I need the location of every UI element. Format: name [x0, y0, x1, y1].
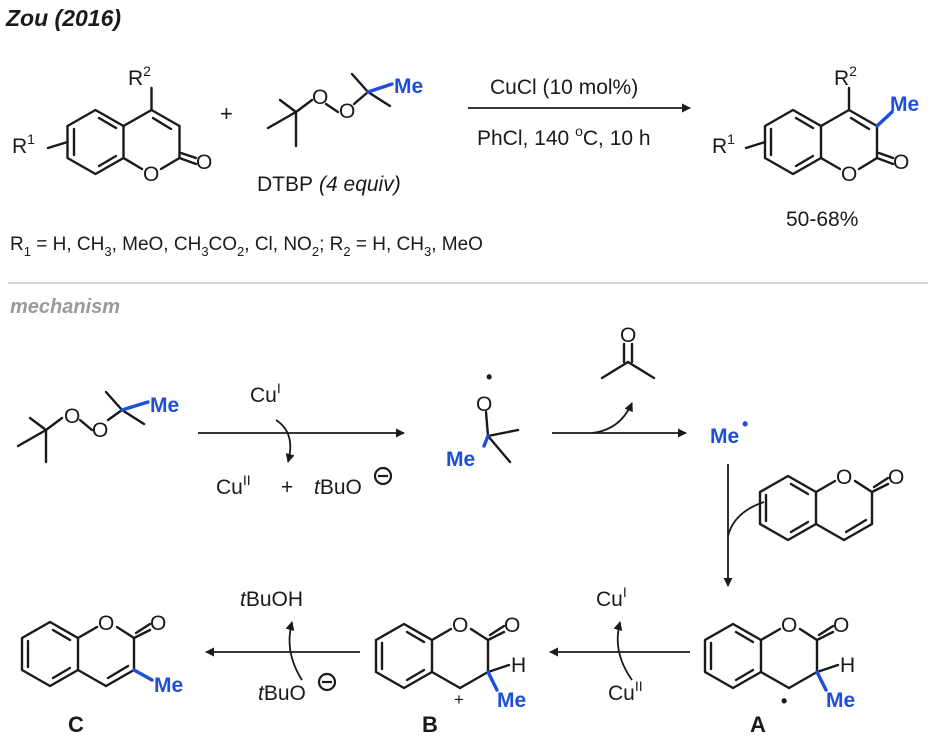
tbuoh-label: tBuOH — [240, 588, 303, 611]
plus-sign-mech: + — [281, 476, 293, 499]
a-radical-dot: • — [781, 691, 787, 711]
coumarin-addition-curve — [727, 501, 765, 537]
coumarin-ring-oxygen: O — [836, 466, 852, 489]
copper-curved-arrow — [275, 419, 295, 463]
mech-peroxide-oxygen-2: O — [92, 419, 108, 442]
mech-peroxide-oxygen-1: O — [64, 405, 80, 428]
alkoxy-oxygen: O — [476, 393, 492, 416]
mechanism-label: mechanism — [10, 296, 120, 318]
minus-charge-icon — [373, 466, 393, 486]
methylated-coumarin-product: R2 Me R1 O O 50-68% — [712, 63, 919, 231]
cu-oxidation-curve — [613, 621, 633, 681]
methyl-radical-label: Me — [710, 425, 739, 448]
tbuo-radical: O • Me — [446, 367, 520, 471]
product-methyl-label: Me — [890, 93, 919, 116]
yield-label: 50-68% — [786, 208, 858, 231]
coumarin-substrate: O O — [758, 466, 904, 542]
b-cation-plus: + — [454, 690, 464, 709]
tbuo-curve — [285, 621, 303, 681]
tbuo-anion-label: tBuO — [314, 476, 362, 499]
cu-i-released: CuI — [596, 584, 627, 611]
product-r1-label: R1 — [712, 131, 735, 158]
substituted-coumarin-reactant: R2 R1 O O — [12, 63, 212, 186]
substrate-scope: R1 = H, CH3, MeO, CH3CO2, Cl, NO2; R2 = … — [10, 234, 483, 259]
peroxide-oxygen-2: O — [339, 100, 355, 123]
cu-ii-consumed: CuII — [608, 678, 643, 705]
alkoxy-radical-dot: • — [486, 367, 492, 387]
mech-dtbp-methyl: Me — [150, 394, 179, 417]
label-c: C — [68, 712, 84, 737]
label-b: B — [422, 712, 438, 737]
page-title: Zou (2016) — [5, 5, 121, 31]
plus-sign: + — [220, 101, 233, 126]
acetone-oxygen: O — [620, 324, 636, 347]
a-methyl: Me — [826, 689, 855, 712]
product-r2-label: R2 — [834, 63, 857, 90]
a-ring-oxygen: O — [781, 614, 797, 637]
b-hydrogen: H — [511, 654, 526, 677]
b-carbonyl-oxygen: O — [504, 614, 520, 637]
acetone: O — [600, 324, 656, 380]
acetone-release-arrow — [591, 402, 633, 434]
alkoxy-methyl: Me — [446, 448, 475, 471]
dtbp-reagent: O O Me DTBP(4 equiv) — [257, 72, 423, 196]
cu-i-label: CuI — [250, 380, 281, 407]
minus-charge-icon — [317, 672, 337, 692]
conditions-top: CuCl (10 mol%) — [490, 76, 638, 99]
intermediate-a: O O H Me • A — [703, 614, 855, 737]
dtbp-label: DTBP(4 equiv) — [257, 173, 401, 196]
tbuo-base-label: tBuO — [258, 682, 306, 705]
methyl-radical-dot: • — [742, 414, 748, 434]
conditions-bottom: PhCl, 140 oC, 10 h — [477, 123, 651, 150]
c-carbonyl-oxygen: O — [150, 612, 166, 635]
dtbp-methyl-label: Me — [394, 75, 423, 98]
label-a: A — [750, 712, 766, 737]
coumarin-carbonyl-oxygen: O — [888, 466, 904, 489]
product-c: O O Me C — [20, 612, 183, 737]
c-methyl: Me — [154, 674, 183, 697]
carbonyl-oxygen: O — [196, 151, 212, 174]
b-methyl: Me — [497, 689, 526, 712]
ring-oxygen: O — [143, 163, 159, 186]
r1-label: R1 — [12, 131, 35, 158]
c-ring-oxygen: O — [98, 612, 114, 635]
r2-label: R2 — [128, 63, 151, 90]
a-carbonyl-oxygen: O — [833, 614, 849, 637]
product-carbonyl-oxygen: O — [893, 151, 909, 174]
cu-ii-label: CuII — [216, 472, 251, 499]
intermediate-b: O O H Me + B — [374, 614, 526, 737]
peroxide-oxygen-1: O — [312, 86, 328, 109]
b-ring-oxygen: O — [452, 614, 468, 637]
dtbp-mechanism: O O Me — [16, 390, 179, 464]
a-hydrogen: H — [840, 654, 855, 677]
product-ring-oxygen: O — [841, 163, 857, 186]
